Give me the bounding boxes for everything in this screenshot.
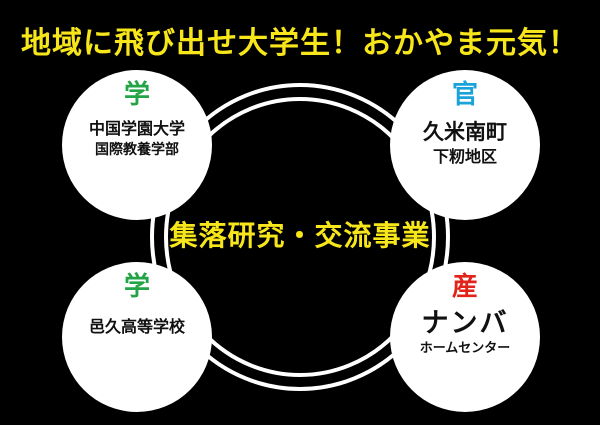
node-line2: 国際教養学部	[95, 142, 179, 158]
node-line2: ホームセンター	[419, 341, 511, 356]
category-label-kan: 官	[451, 80, 478, 110]
node-line2: 下籾地区	[432, 147, 497, 166]
category-label-gaku: 学	[123, 272, 150, 302]
node-line1: ナンバ	[421, 308, 509, 339]
outer-ring	[150, 83, 450, 391]
node-line1: 中国学園大学	[88, 119, 185, 138]
center-label: 集落研究・交流事業	[169, 219, 431, 252]
node-oku-high-school: 学 邑久高等学校	[62, 262, 212, 412]
category-label-gaku: 学	[123, 80, 150, 110]
node-chugoku-gakuen: 学 中国学園大学 国際教養学部	[62, 70, 212, 220]
category-label-san: 産	[451, 272, 478, 302]
node-kumenan: 官 久米南町 下籾地区	[390, 70, 540, 220]
node-line1: 久米南町	[423, 120, 507, 144]
page-title: 地域に飛び出せ大学生！おかやま元気！	[21, 26, 579, 61]
inner-ring	[164, 97, 436, 377]
node-line1: 邑久高等学校	[88, 317, 185, 336]
node-namba: 産 ナンバ ホームセンター	[390, 262, 540, 412]
